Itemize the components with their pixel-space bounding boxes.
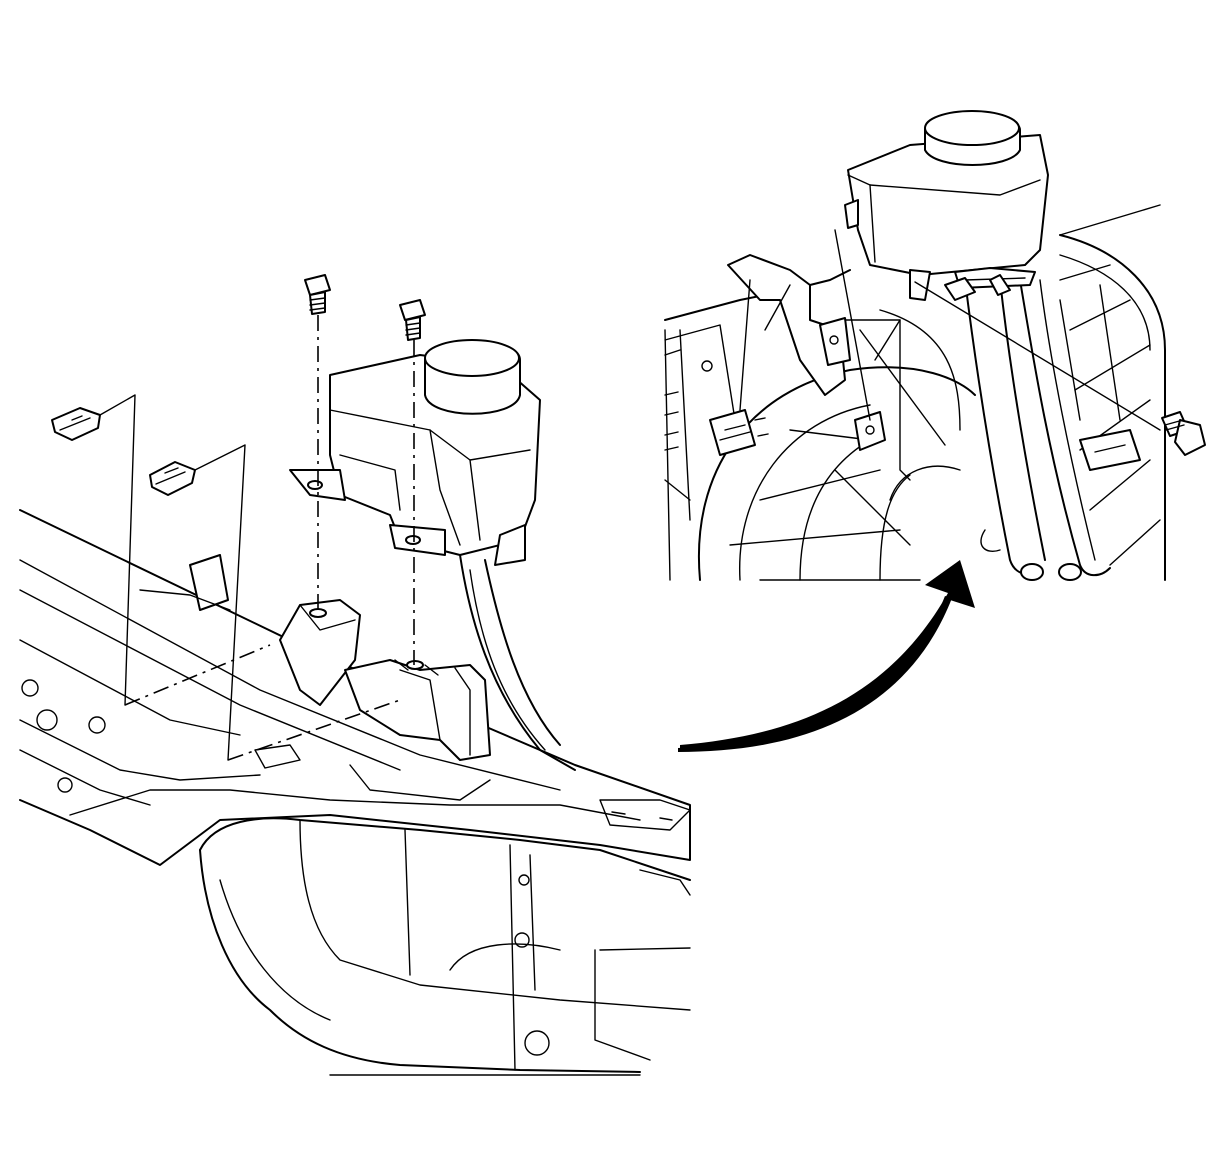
rail-tab: [139, 554, 231, 611]
reservoir-hose: [459, 554, 576, 771]
inset-frame: [664, 269, 851, 581]
clip-left: [51, 394, 271, 706]
inset-reservoir: [844, 110, 1049, 301]
inset-bracket: [709, 254, 911, 481]
wheel-well: [199, 817, 691, 1076]
coolant-reservoir: [289, 339, 541, 566]
main-view: [19, 274, 691, 1076]
mounting-bracket: [279, 599, 491, 761]
inset-bolt: [1161, 411, 1206, 456]
inset-view: [664, 110, 1206, 581]
inset-leaders: [834, 229, 1161, 446]
frame-rail: [19, 509, 691, 866]
view-transition-arrow: [678, 560, 975, 752]
clip-right: [149, 444, 401, 761]
inset-hoses: [964, 279, 1111, 581]
fan-shroud: [697, 309, 976, 581]
radiator-core: [1059, 204, 1166, 581]
bolt-right: [399, 299, 426, 665]
bolt-left: [304, 274, 331, 612]
hose-clamp: [944, 274, 1011, 301]
